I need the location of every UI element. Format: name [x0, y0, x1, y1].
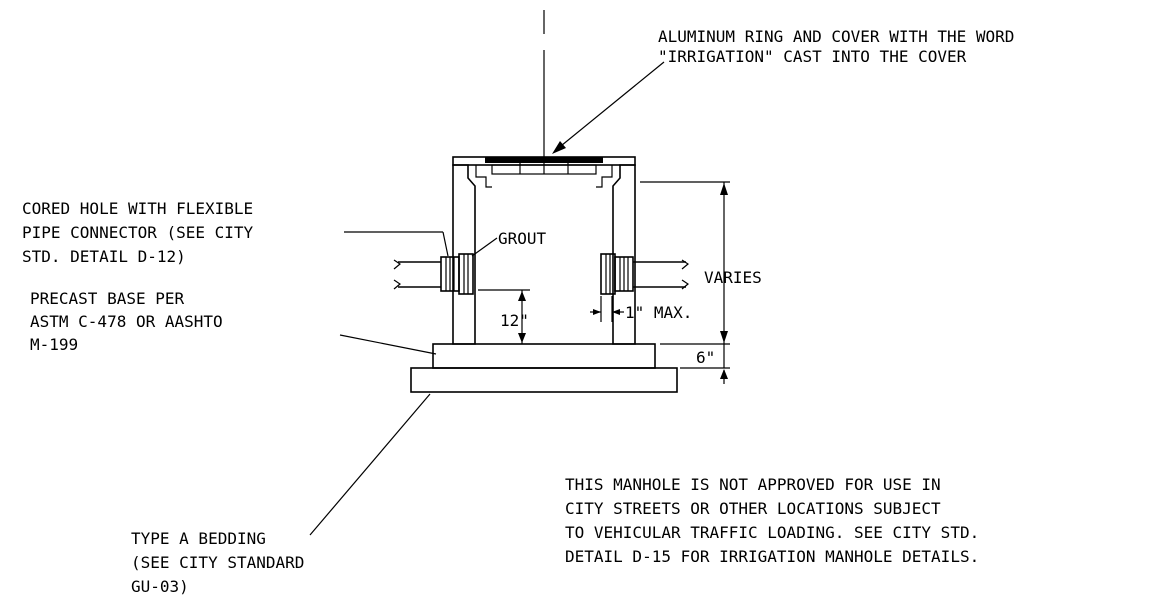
type-a-bedding [410, 367, 678, 393]
cover-label-line1: ALUMINUM RING AND COVER WITH THE WORD [658, 27, 1014, 46]
bedding-label-line2: (SEE CITY STANDARD [131, 553, 304, 572]
bedding-label-line1: TYPE A BEDDING [131, 529, 266, 548]
note-line3: TO VEHICULAR TRAFFIC LOADING. SEE CITY S… [565, 523, 979, 542]
base-leader [339, 334, 437, 355]
precast-base [432, 343, 656, 369]
cored-hole-label-line3: STD. DETAIL D-12) [22, 247, 186, 266]
ring-and-cover [452, 156, 636, 188]
one-inch-dimension [590, 296, 624, 322]
base-label-line3: M-199 [30, 335, 78, 354]
note-line4: DETAIL D-15 FOR IRRIGATION MANHOLE DETAI… [565, 547, 979, 566]
twelve-inch-dimension [478, 289, 530, 344]
twelve-inch-label: 12" [500, 311, 529, 330]
grout-label: GROUT [498, 229, 547, 248]
cover-label-line2: "IRRIGATION" CAST INTO THE COVER [658, 47, 967, 66]
six-inch-dimension [680, 344, 730, 384]
grout-leader [471, 237, 498, 257]
base-label-line1: PRECAST BASE PER [30, 289, 184, 308]
note-line1: THIS MANHOLE IS NOT APPROVED FOR USE IN [565, 475, 941, 494]
cored-hole-label-line1: CORED HOLE WITH FLEXIBLE [22, 199, 253, 218]
bedding-label-line3: GU-03) [131, 577, 189, 596]
bedding-leader [309, 393, 431, 536]
varies-label: VARIES [704, 268, 762, 287]
varies-dimension [640, 181, 730, 345]
left-pipe [393, 253, 474, 295]
cored-hole-leader-end [442, 231, 449, 257]
base-label-line2: ASTM C-478 OR AASHTO [30, 312, 223, 331]
cored-hole-label-line2: PIPE CONNECTOR (SEE CITY [22, 223, 254, 242]
cover-leader [552, 61, 665, 154]
note-line2: CITY STREETS OR OTHER LOCATIONS SUBJECT [565, 499, 941, 518]
right-pipe [600, 253, 690, 295]
one-inch-max-label: 1" MAX. [625, 303, 692, 322]
six-inch-label: 6" [696, 348, 715, 367]
